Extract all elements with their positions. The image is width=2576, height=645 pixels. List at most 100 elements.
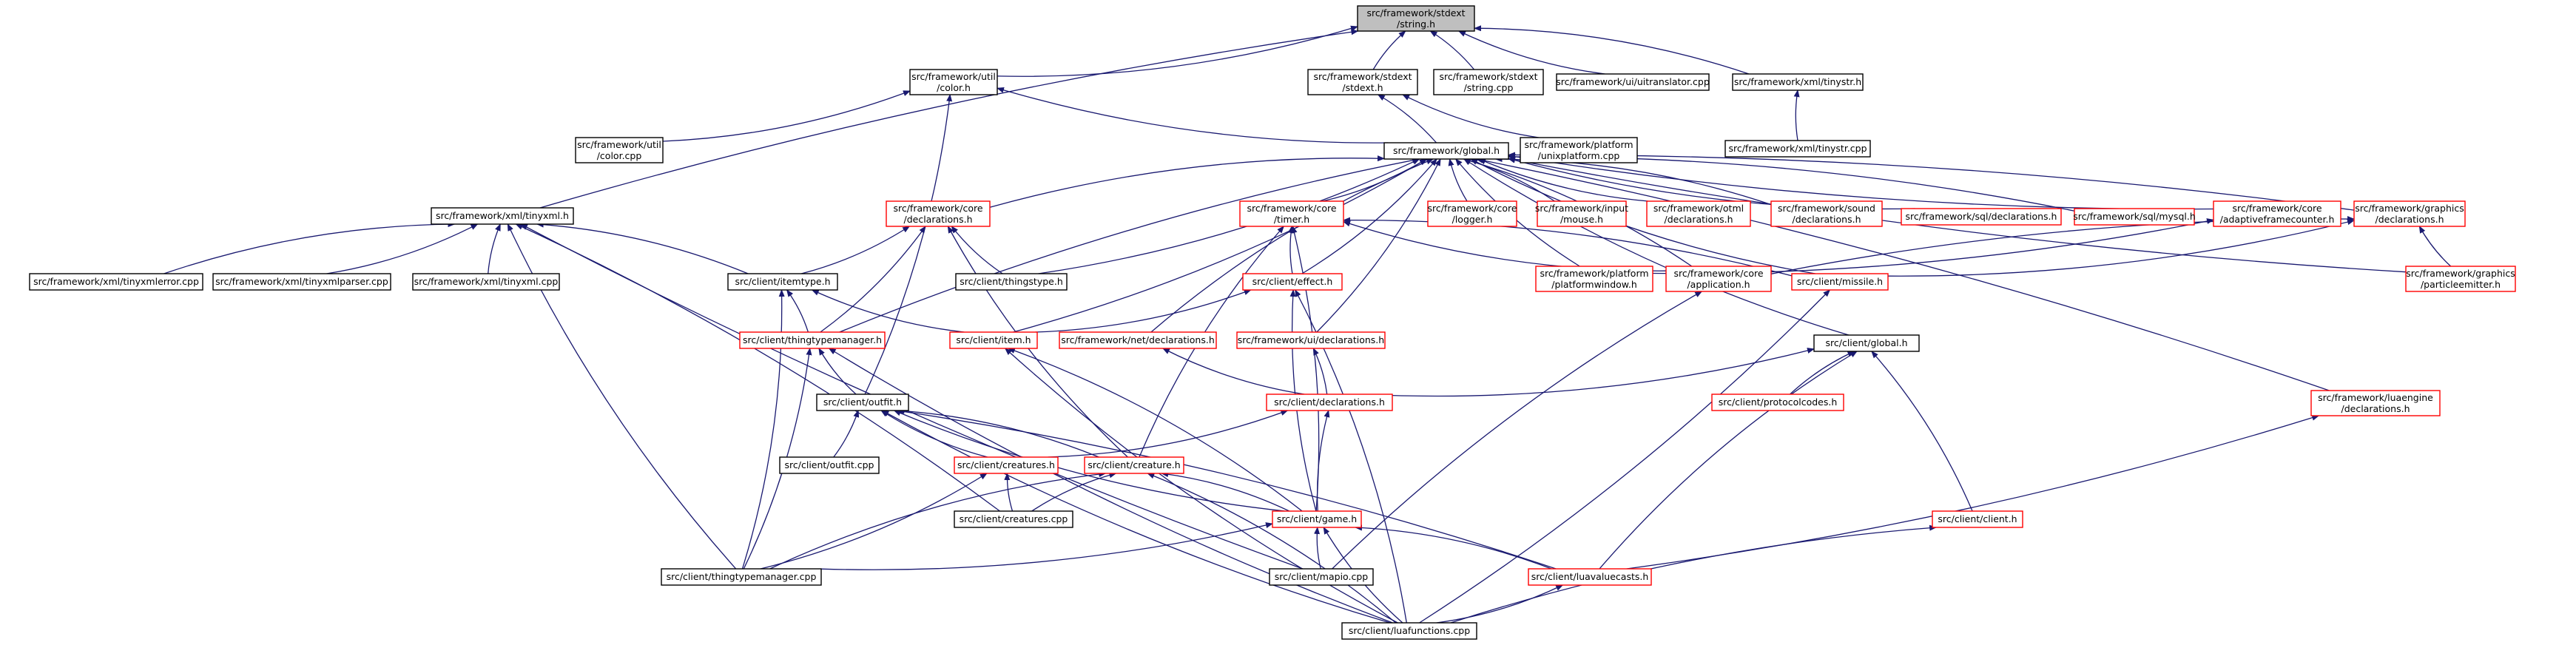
node-box-util_color_h[interactable]: [909, 69, 998, 95]
node-box-xml_tinyxml_h[interactable]: [431, 207, 574, 225]
node-stdext_string_h[interactable]: src/framework/stdext/string.h: [1357, 5, 1475, 32]
node-client_creatures_cpp[interactable]: src/client/creatures.cpp: [954, 510, 1073, 528]
node-box-sql_mysql_h[interactable]: [2074, 208, 2195, 226]
node-client_game_h[interactable]: src/client/game.h: [1272, 510, 1362, 528]
node-box-client_declarations_h[interactable]: [1266, 394, 1393, 411]
node-box-client_outfit_h[interactable]: [816, 394, 909, 411]
node-box-client_item_h[interactable]: [949, 331, 1038, 349]
node-box-luaengine_declarations_h[interactable]: [2310, 390, 2441, 416]
node-graphics_particleemitter_h[interactable]: src/framework/graphics/particleemitter.h: [2405, 266, 2516, 292]
node-box-xml_tinystr_h[interactable]: [1732, 73, 1864, 91]
node-core_adaptiveframecounter_h[interactable]: src/framework/core/adaptiveframecounter.…: [2213, 200, 2341, 227]
node-client_creatures_h[interactable]: src/client/creatures.h: [954, 456, 1059, 474]
node-client_declarations_h[interactable]: src/client/declarations.h: [1266, 394, 1393, 411]
node-box-graphics_declarations_h[interactable]: [2353, 200, 2466, 227]
node-client_item_h[interactable]: src/client/item.h: [949, 331, 1038, 349]
node-net_declarations_h[interactable]: src/framework/net/declarations.h: [1059, 331, 1217, 349]
node-input_mouse_h[interactable]: src/framework/input/mouse.h: [1535, 200, 1628, 227]
node-stdext_string_cpp[interactable]: src/framework/stdext/string.cpp: [1433, 69, 1544, 95]
node-box-client_luafunctions_cpp[interactable]: [1341, 622, 1477, 640]
node-client_mapio_cpp[interactable]: src/client/mapio.cpp: [1269, 568, 1374, 586]
node-core_application_h[interactable]: src/framework/core/application.h: [1665, 266, 1772, 292]
node-sound_declarations_h[interactable]: src/framework/sound/declarations.h: [1770, 200, 1883, 227]
node-box-input_mouse_h[interactable]: [1537, 200, 1627, 227]
node-client_outfit_cpp[interactable]: src/client/outfit.cpp: [779, 456, 880, 474]
node-box-client_outfit_cpp[interactable]: [779, 456, 880, 474]
node-otml_declarations_h[interactable]: src/framework/otml/declarations.h: [1646, 200, 1751, 227]
node-graphics_declarations_h[interactable]: src/framework/graphics/declarations.h: [2353, 200, 2466, 227]
node-platform_unixplatform_cpp[interactable]: src/framework/platform/unixplatform.cpp: [1520, 137, 1638, 163]
node-sql_declarations_h[interactable]: src/framework/sql/declarations.h: [1901, 208, 2062, 226]
node-util_color_cpp[interactable]: src/framework/util/color.cpp: [575, 137, 664, 163]
node-box-client_game_h[interactable]: [1272, 510, 1362, 528]
node-box-core_timer_h[interactable]: [1239, 200, 1344, 227]
node-platform_platformwindow_h[interactable]: src/framework/platform/platformwindow.h: [1535, 266, 1653, 292]
node-box-stdext_string_h[interactable]: [1357, 5, 1475, 32]
node-box-otml_declarations_h[interactable]: [1646, 200, 1751, 227]
node-xml_tinystr_cpp[interactable]: src/framework/xml/tinystr.cpp: [1724, 140, 1871, 158]
node-box-util_color_cpp[interactable]: [575, 137, 664, 163]
node-client_effect_h[interactable]: src/client/effect.h: [1242, 273, 1343, 291]
node-client_thingtypemanager_h[interactable]: src/client/thingtypemanager.h: [739, 331, 886, 349]
node-box-sql_declarations_h[interactable]: [1901, 208, 2062, 226]
node-box-client_creatures_cpp[interactable]: [954, 510, 1073, 528]
node-box-sound_declarations_h[interactable]: [1770, 200, 1883, 227]
node-box-platform_unixplatform_cpp[interactable]: [1520, 137, 1638, 163]
node-box-ui_uitranslator_cpp[interactable]: [1556, 73, 1710, 91]
node-box-xml_tinyxmlparser_cpp[interactable]: [212, 273, 391, 291]
node-xml_tinyxml_h[interactable]: src/framework/xml/tinyxml.h: [431, 207, 574, 225]
node-box-xml_tinyxml_cpp[interactable]: [412, 273, 560, 291]
node-box-ui_declarations_h[interactable]: [1236, 331, 1386, 349]
node-box-client_missile_h[interactable]: [1791, 273, 1889, 291]
node-box-client_luavaluecasts_h[interactable]: [1528, 568, 1652, 586]
node-global_h[interactable]: src/framework/global.h: [1383, 142, 1509, 160]
node-box-client_creatures_h[interactable]: [954, 456, 1059, 474]
node-box-core_logger_h[interactable]: [1427, 200, 1517, 227]
node-box-client_thingtypemanager_h[interactable]: [739, 331, 886, 349]
node-luaengine_declarations_h[interactable]: src/framework/luaengine/declarations.h: [2310, 390, 2441, 416]
node-box-core_declarations_h[interactable]: [886, 200, 991, 227]
node-core_declarations_h[interactable]: src/framework/core/declarations.h: [886, 200, 991, 227]
node-core_logger_h[interactable]: src/framework/core/logger.h: [1427, 200, 1517, 227]
node-box-client_mapio_cpp[interactable]: [1269, 568, 1374, 586]
node-client_client_h[interactable]: src/client/client.h: [1932, 510, 2023, 528]
node-box-stdext_string_cpp[interactable]: [1433, 69, 1544, 95]
node-xml_tinyxmlerror_cpp[interactable]: src/framework/xml/tinyxmlerror.cpp: [29, 273, 203, 291]
node-box-client_thingstype_h[interactable]: [955, 273, 1068, 291]
node-box-xml_tinystr_cpp[interactable]: [1724, 140, 1871, 158]
node-client_thingtypemanager_cpp[interactable]: src/client/thingtypemanager.cpp: [661, 568, 822, 586]
node-box-client_effect_h[interactable]: [1242, 273, 1343, 291]
node-client_luavaluecasts_h[interactable]: src/client/luavaluecasts.h: [1528, 568, 1652, 586]
node-box-stdext_stdext_h[interactable]: [1307, 69, 1418, 95]
node-box-core_adaptiveframecounter_h[interactable]: [2213, 200, 2341, 227]
node-ui_uitranslator_cpp[interactable]: src/framework/ui/uitranslator.cpp: [1556, 73, 1710, 91]
node-box-net_declarations_h[interactable]: [1059, 331, 1217, 349]
node-core_timer_h[interactable]: src/framework/core/timer.h: [1239, 200, 1344, 227]
node-client_creature_h[interactable]: src/client/creature.h: [1084, 456, 1184, 474]
node-client_itemtype_h[interactable]: src/client/itemtype.h: [727, 273, 838, 291]
node-box-core_application_h[interactable]: [1665, 266, 1772, 292]
node-box-client_creature_h[interactable]: [1084, 456, 1184, 474]
node-box-client_client_h[interactable]: [1932, 510, 2023, 528]
node-box-platform_platformwindow_h[interactable]: [1535, 266, 1653, 292]
node-sql_mysql_h[interactable]: src/framework/sql/mysql.h: [2073, 208, 2196, 226]
node-box-client_global_h[interactable]: [1813, 334, 1920, 352]
node-box-graphics_particleemitter_h[interactable]: [2405, 266, 2516, 292]
node-client_global_h[interactable]: src/client/global.h: [1813, 334, 1920, 352]
node-box-global_h[interactable]: [1383, 142, 1509, 160]
node-xml_tinystr_h[interactable]: src/framework/xml/tinystr.h: [1732, 73, 1864, 91]
node-ui_declarations_h[interactable]: src/framework/ui/declarations.h: [1236, 331, 1386, 349]
node-client_missile_h[interactable]: src/client/missile.h: [1791, 273, 1889, 291]
node-xml_tinyxml_cpp[interactable]: src/framework/xml/tinyxml.cpp: [412, 273, 560, 291]
node-box-client_itemtype_h[interactable]: [727, 273, 838, 291]
node-util_color_h[interactable]: src/framework/util/color.h: [909, 69, 998, 95]
node-box-client_protocolcodes_h[interactable]: [1711, 394, 1844, 411]
node-client_thingstype_h[interactable]: src/client/thingstype.h: [955, 273, 1068, 291]
node-stdext_stdext_h[interactable]: src/framework/stdext/stdext.h: [1307, 69, 1418, 95]
node-box-xml_tinyxmlerror_cpp[interactable]: [29, 273, 203, 291]
node-xml_tinyxmlparser_cpp[interactable]: src/framework/xml/tinyxmlparser.cpp: [212, 273, 391, 291]
node-box-client_thingtypemanager_cpp[interactable]: [661, 568, 822, 586]
node-client_luafunctions_cpp[interactable]: src/client/luafunctions.cpp: [1341, 622, 1477, 640]
node-client_outfit_h[interactable]: src/client/outfit.h: [816, 394, 909, 411]
node-client_protocolcodes_h[interactable]: src/client/protocolcodes.h: [1711, 394, 1844, 411]
